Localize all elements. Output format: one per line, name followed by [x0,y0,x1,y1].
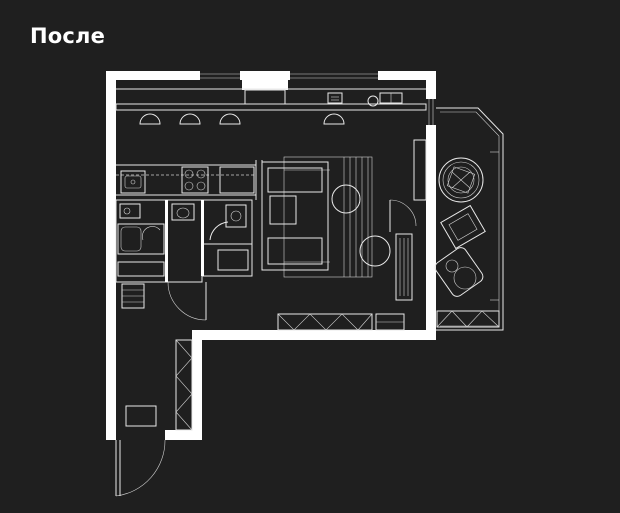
bathroom [115,199,253,321]
balcony [434,107,504,331]
bar-stool-icon [139,113,345,125]
armchair-icon [438,157,484,203]
rug [283,156,373,278]
side-table-icon [440,204,486,250]
living-room [261,139,427,331]
storage-cabinet [277,313,405,331]
hallway [115,339,193,497]
windows [200,73,434,125]
kitchen-top [115,80,427,125]
sink-icon [124,175,142,189]
kitchen-counter [116,160,257,200]
sink-icon [209,204,247,241]
pouf-icon [359,235,391,267]
washing-machine-icon [119,203,141,219]
toilet-icon [171,203,195,221]
round-table-icon [331,184,361,214]
sofa-icon [261,161,329,271]
page-title: После [30,24,106,48]
exterior-walls [106,71,436,440]
stairs-icon [121,283,145,309]
bathtub-icon [117,223,165,255]
stove-icon [181,166,209,194]
bookshelf-icon [395,233,413,301]
lounge-chair-icon [434,247,484,297]
